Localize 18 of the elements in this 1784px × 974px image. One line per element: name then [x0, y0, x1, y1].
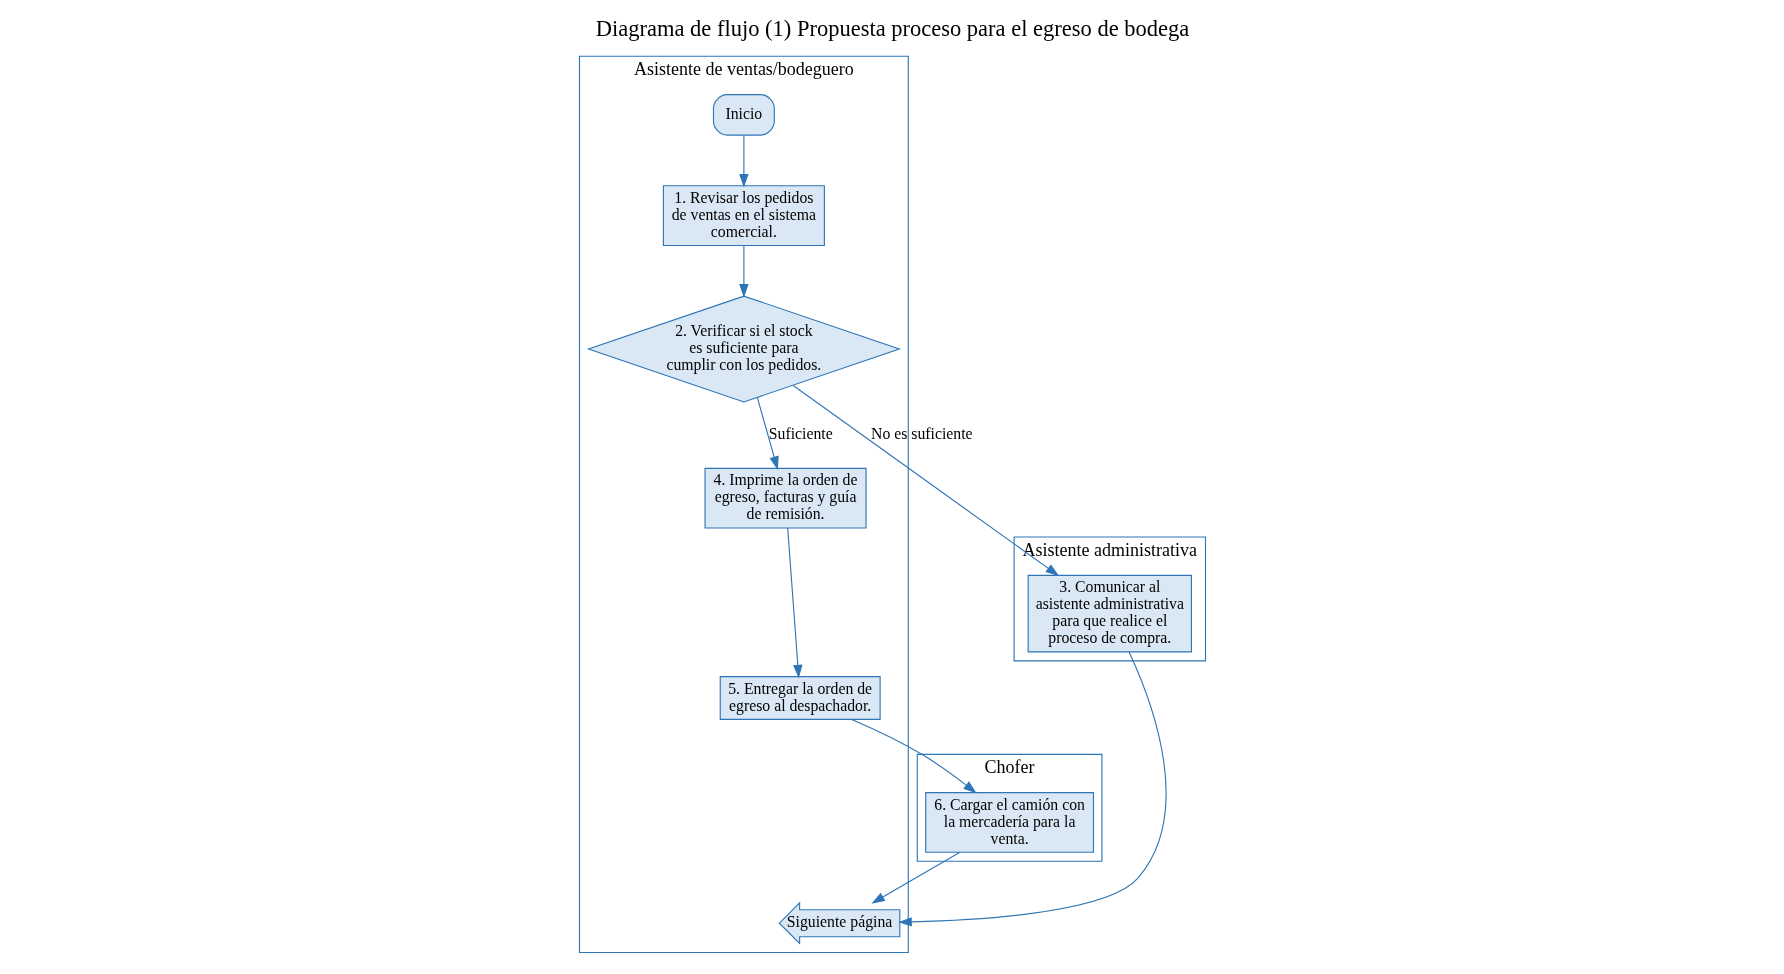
node-diamond: 2. Verificar si el stock es suficiente para cumplir con los pedidos.	[586, 295, 901, 403]
node-box: 3. Comunicar al asistente administrativa para que realice el proceso de compra.	[1027, 574, 1192, 652]
node-box: 1. Revisar los pedidos de ventas en el sistema comercial.	[662, 184, 825, 246]
node-box: Inicio	[712, 93, 775, 136]
node-box: 6. Cargar el camión con la mercadería para la venta.	[924, 791, 1094, 853]
edge-label: No es suficiente	[870, 424, 973, 442]
arrow	[792, 384, 1059, 576]
diagram-title: Diagrama de flujo (1) Propuesta proceso para el egreso de bodega	[595, 15, 1189, 41]
arrow	[756, 396, 779, 470]
node-box: 4. Imprime la orden de egreso, facturas y guía de remisión.	[703, 467, 867, 529]
arrow	[738, 134, 749, 187]
node-box: 5. Entregar la orden de egreso al despachador.	[719, 675, 881, 720]
arrow	[897, 651, 1166, 927]
arrow	[738, 244, 749, 298]
arrow	[786, 527, 803, 678]
edge-label: Suficiente	[768, 424, 833, 442]
arrow	[850, 718, 977, 793]
arrow	[870, 851, 961, 904]
